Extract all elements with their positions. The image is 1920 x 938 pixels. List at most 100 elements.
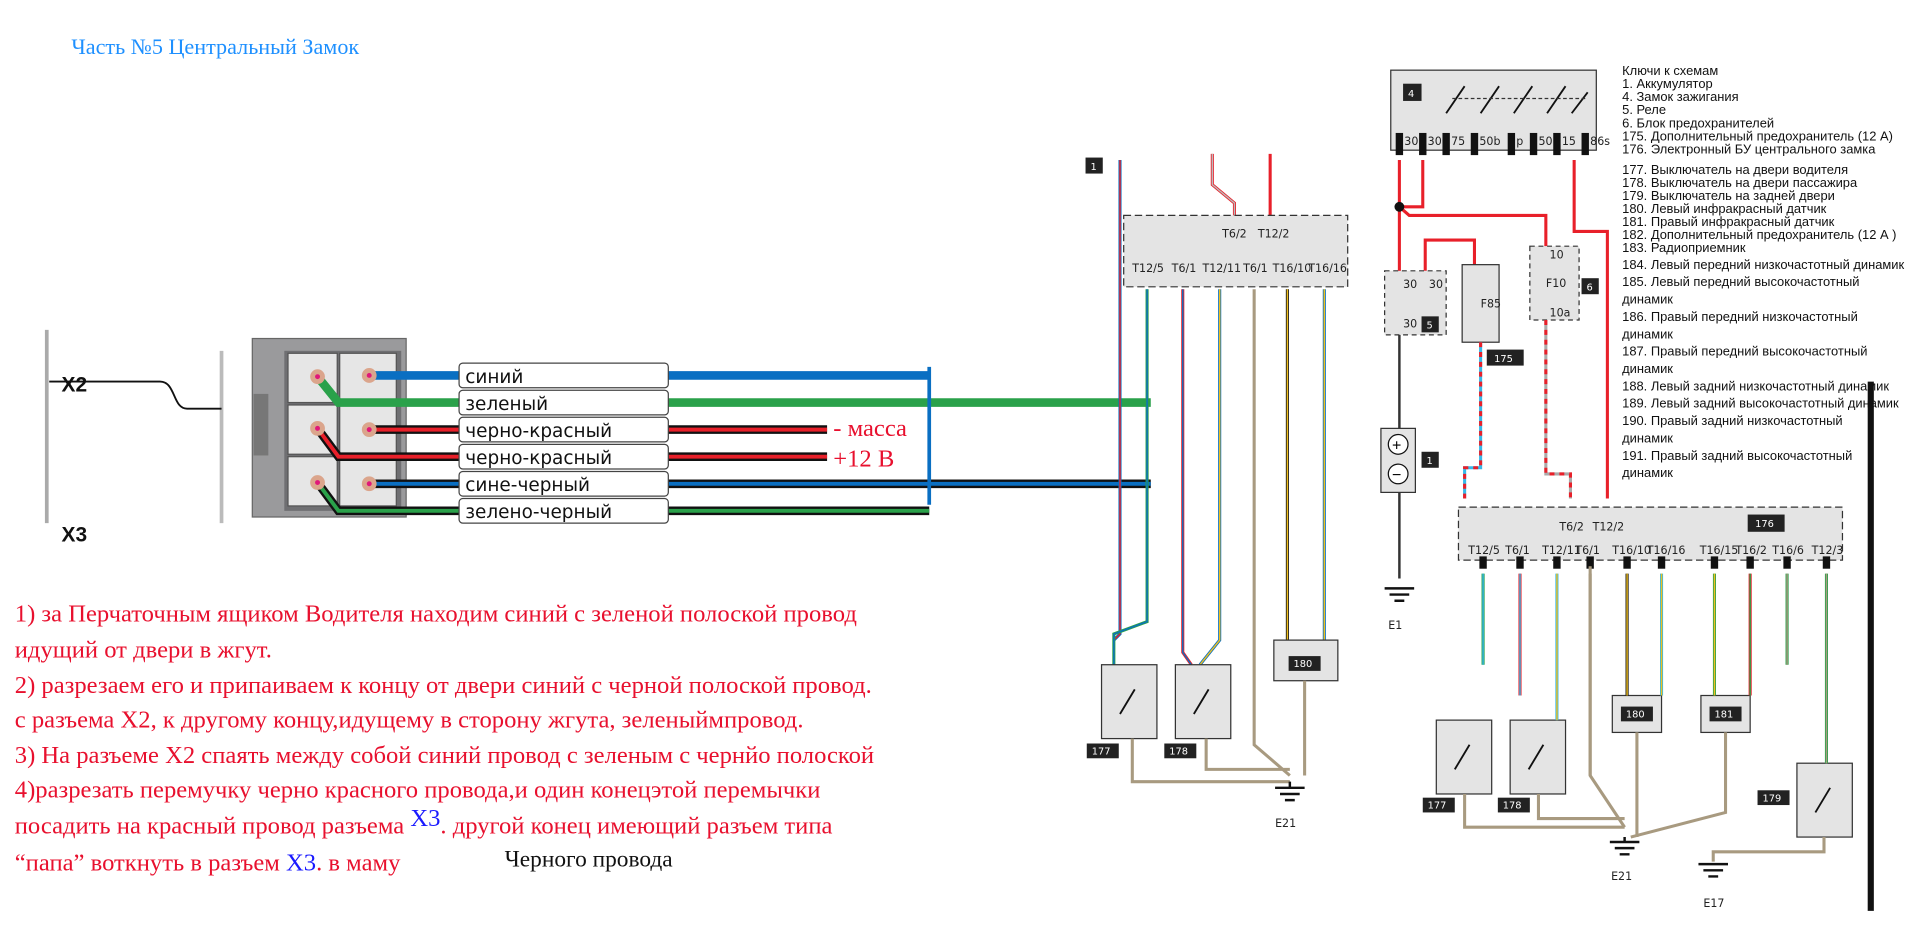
legend-item: Ключи к схемам <box>1622 63 1718 78</box>
ecu-pin-label: T16/16 <box>1646 544 1686 557</box>
legend-item: 184. Левый передний низкочастотный динам… <box>1622 257 1904 272</box>
legend-item: 175. Дополнительный предохранитель (12 А… <box>1622 128 1893 143</box>
mid-wire-1-stripe <box>1113 160 1121 641</box>
legend-item: 5. Реле <box>1622 102 1666 117</box>
ecu-pin-label: T12/11 <box>1541 544 1581 557</box>
legend-item: 176. Электронный БУ центрального замка <box>1622 141 1876 156</box>
ignition-pin <box>1507 132 1516 156</box>
legend-item: 181. Правый инфракрасный датчик <box>1622 214 1834 229</box>
ecu-pin-label: T12/5 <box>1467 544 1500 557</box>
mid-ground-label: E21 <box>1275 817 1296 830</box>
ignition-pin-label: p <box>1516 135 1523 148</box>
switch-177-tag: 177 <box>1428 801 1447 812</box>
wire-label-box <box>458 389 669 416</box>
battery-tag: 1 <box>1426 456 1432 467</box>
ignition-pin <box>1442 132 1450 156</box>
instructions: 1) за Перчаточным ящиком Водителя находи… <box>15 601 874 877</box>
ecu-pin <box>1657 556 1666 569</box>
ecu-pin <box>1822 556 1831 569</box>
legend-item: 186. Правый передний низкочастотный <box>1622 309 1858 324</box>
wire-label: зеленый <box>465 394 548 415</box>
wire-label: черно-красный <box>465 448 612 469</box>
mid-pin-3: T12/11 <box>1201 262 1241 275</box>
legend-item: динамик <box>1622 326 1673 341</box>
mid-pin-4: T6/1 <box>1242 262 1268 275</box>
ecu-pin <box>1553 556 1561 569</box>
ignition-pin <box>1553 132 1561 156</box>
legend-item: 188. Левый задний низкочастотный динамик <box>1622 378 1889 393</box>
wire-5-stripe <box>315 481 930 513</box>
terminal-pin-center <box>366 481 372 487</box>
legend-item: 182. Дополнительный предохранитель (12 А… <box>1622 227 1896 242</box>
legend-item: 179. Выключатель на задней двери <box>1622 188 1835 203</box>
instruction-line-1: 1) за Перчаточным ящиком Водителя находи… <box>15 601 857 628</box>
legend-item: 6. Блок предохранителей <box>1622 115 1774 130</box>
mid-pin-2: T6/1 <box>1171 262 1197 275</box>
ecu-pin <box>1783 556 1791 569</box>
page-title: Часть №5 Центральный Замок <box>71 34 359 59</box>
ecu-pin <box>1710 556 1719 569</box>
e21-ground-icon <box>1609 837 1640 856</box>
mid-ground-icon <box>1275 781 1305 802</box>
legend-item: 191. Правый задний высокочастотный <box>1622 448 1852 463</box>
legend-item: 4. Замок зажигания <box>1622 89 1738 104</box>
fuse-f10-box <box>1529 245 1580 321</box>
legend-item: 189. Левый задний высокочастотный динами… <box>1622 396 1899 411</box>
mid-wire-4 <box>1198 289 1222 666</box>
wire-label: синий <box>465 367 523 388</box>
ecu-tag: 176 <box>1755 519 1774 530</box>
relay-pin-3: 30 <box>1403 317 1417 330</box>
ecu-pin-label: T6/1 <box>1574 544 1600 557</box>
ignition-pin <box>1419 132 1427 156</box>
ignition-pin-label: 75 <box>1451 135 1465 148</box>
mid-ecu-box <box>1123 214 1349 288</box>
mid-tag: 1 <box>1090 162 1096 173</box>
relay-pin-1: 30 <box>1403 278 1417 291</box>
legend-item: динамик <box>1622 430 1673 445</box>
instruction-line-3: 2) разрезаем его и припаиваем к концу от… <box>15 672 872 699</box>
wire-1 <box>314 373 1151 407</box>
legend-item: 178. Выключатель на двери пассажира <box>1622 175 1858 190</box>
e1-ground-icon <box>1384 587 1415 602</box>
mid-switch-178 <box>1174 664 1232 740</box>
switch-177 <box>1435 719 1493 795</box>
ecu-pin-label: T16/10 <box>1611 544 1651 557</box>
ecu-pin-label: T16/2 <box>1734 544 1767 557</box>
fuse-block-tag: 6 <box>1586 283 1592 294</box>
instruction-line-2: идущий от двери в жгут. <box>15 636 272 663</box>
mid-wire-top-1 <box>1210 153 1236 216</box>
e1-ground-label: E1 <box>1388 619 1402 632</box>
annotation-plus12v: +12 В <box>833 446 894 473</box>
wire-label: сине-черный <box>465 475 590 496</box>
legend-item: 185. Левый передний высокочастотный <box>1622 274 1859 289</box>
legend-item: 1. Аккумулятор <box>1622 76 1713 91</box>
wire-label-box <box>458 497 669 524</box>
terminal-pin-center <box>315 374 320 380</box>
wire-label-box <box>458 443 669 470</box>
mid-wire-2-stripe <box>1113 289 1148 665</box>
ecu-pin-label: T6/1 <box>1504 544 1530 557</box>
mid-pin-5: T16/10 <box>1272 262 1312 275</box>
terminal-pin-center <box>315 425 320 431</box>
wire-labels: синийзеленыйчерно-красныйчерно-красныйси… <box>458 362 669 524</box>
legend-item: 183. Радиоприемник <box>1622 240 1746 255</box>
ignition-pin <box>1581 132 1589 156</box>
mid-wire-3-stripe <box>1182 289 1192 666</box>
sensor-181-tag: 181 <box>1714 710 1733 721</box>
ignition-pin-label: 30 <box>1428 135 1442 148</box>
ignition-pin <box>1395 132 1404 156</box>
ecu-pin <box>1623 556 1631 569</box>
legend-item: 177. Выключатель на двери водителя <box>1622 162 1848 177</box>
instruction-line-4: с разъема X2, к другому концу,идущему в … <box>15 707 804 734</box>
instruction-line-6: 4)разрезать перемучку черно красного про… <box>15 777 821 804</box>
ecu-pin <box>1516 556 1524 569</box>
wire-label-box <box>458 416 669 443</box>
legend-item: 180. Левый инфракрасный датчик <box>1622 201 1826 216</box>
legend-item: 187. Правый передний высокочастотный <box>1622 344 1867 359</box>
fuse-f10-pin-2: 10a <box>1550 306 1571 319</box>
connector-x2-label: X2 <box>62 373 88 396</box>
ignition-pin <box>1529 132 1538 156</box>
ignition-pin-label: 30 <box>1404 135 1418 148</box>
